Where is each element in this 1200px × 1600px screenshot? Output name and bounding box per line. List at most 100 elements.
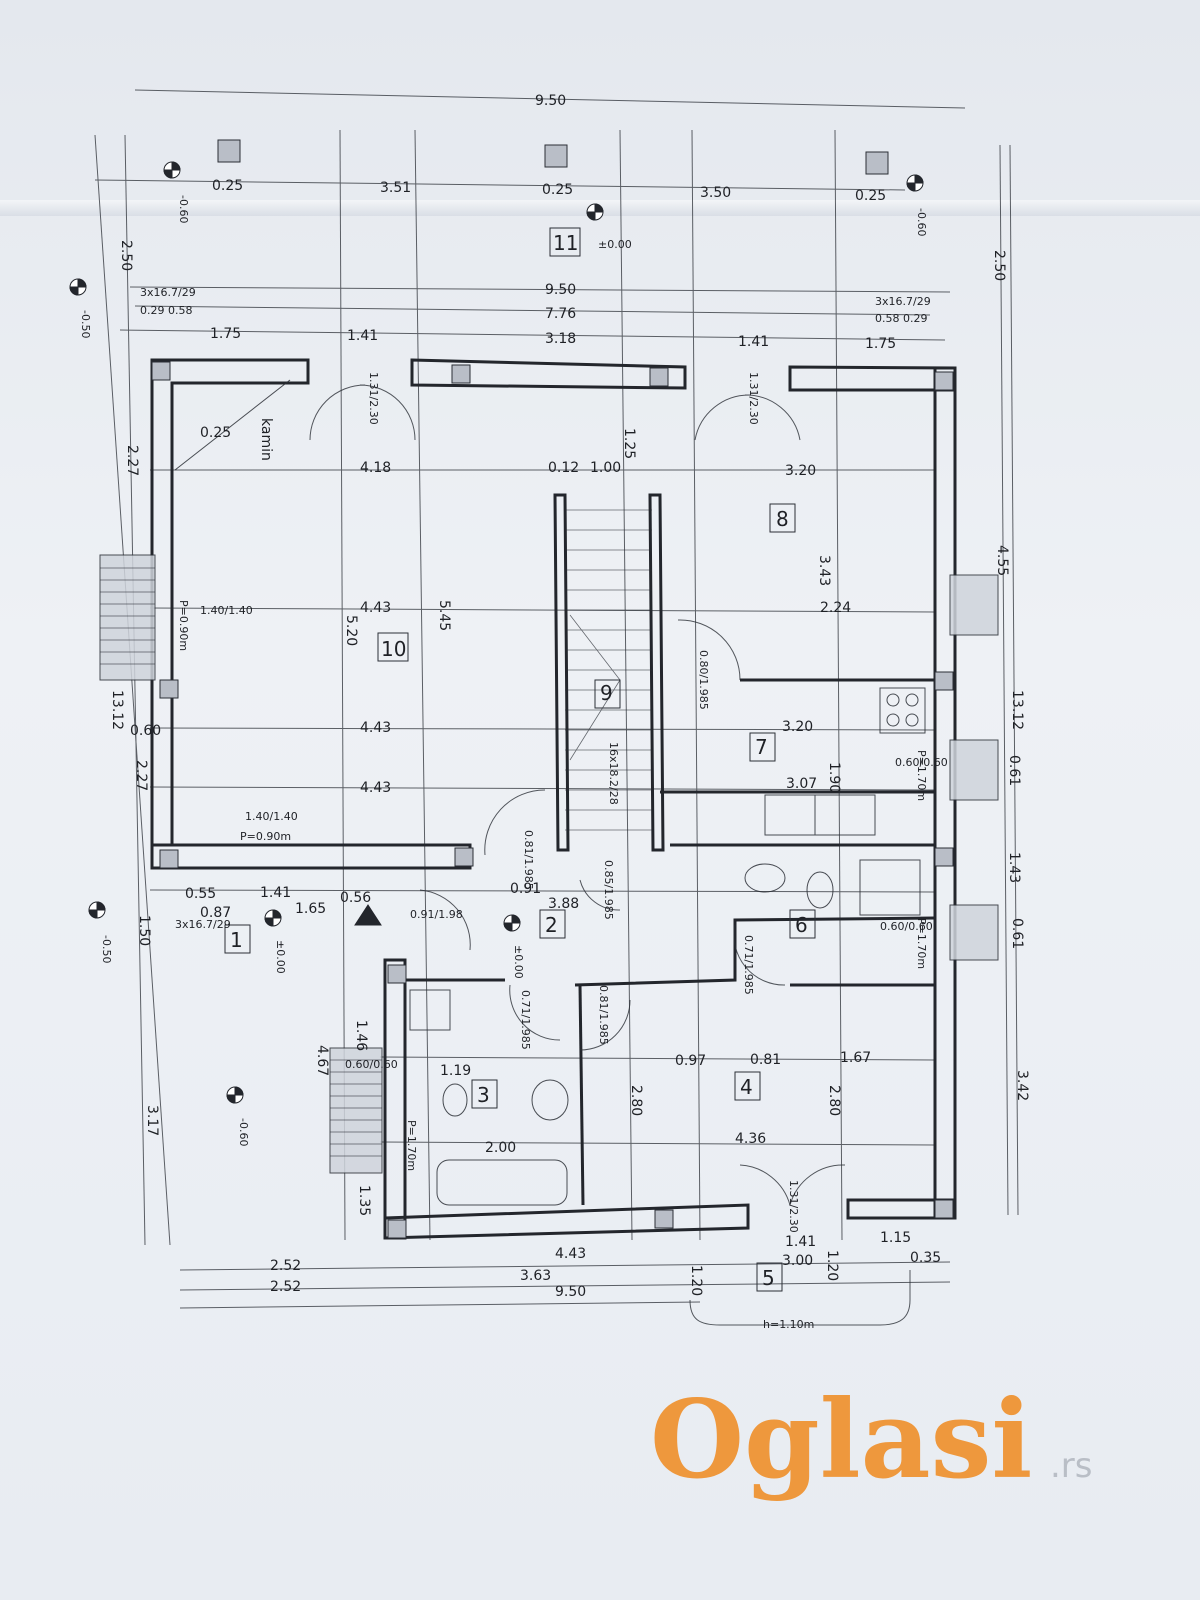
stairs-label: 16x18.2/28 xyxy=(607,742,620,805)
misc-dim-2: 0.12 xyxy=(548,460,579,476)
level-mark-1: -0.60 xyxy=(177,195,190,223)
right-chain-5: 1.43 xyxy=(1006,852,1022,883)
room-4-length: 2.80 xyxy=(826,1085,842,1116)
room-8-width: 3.20 xyxy=(785,463,816,479)
window-tag-bath: 0.60/0.60 xyxy=(345,1058,398,1071)
misc-dim-3: 1.00 xyxy=(590,460,621,476)
window-tag-wc: 0.60/0.60 xyxy=(880,920,933,933)
kamin-label: kamin xyxy=(258,418,274,461)
door-tag-wc: 0.71/1.985 xyxy=(742,935,755,995)
right-chain-7: 3.42 xyxy=(1014,1070,1030,1101)
room-7-number: 7 xyxy=(755,735,768,759)
room-2-width: 3.88 xyxy=(548,896,579,912)
room-7-width-2: 3.07 xyxy=(786,776,817,792)
room-4-width: 4.36 xyxy=(735,1131,766,1147)
top-left-opening-1: 1.75 xyxy=(210,326,241,342)
window-note-wc: P=1.70m xyxy=(915,918,928,969)
misc-dim-18: 1.35 xyxy=(356,1185,372,1216)
room-7-length: 1.90 xyxy=(826,762,842,793)
left-chain-6: 3.17 xyxy=(144,1105,160,1136)
door-tag-bath: 0.71/1.985 xyxy=(519,990,532,1050)
misc-dim-16: 1.46 xyxy=(353,1020,369,1051)
misc-dim-6: 0.97 xyxy=(675,1053,706,1069)
door-tag-room4: 1.31/2.30 xyxy=(787,1180,800,1233)
bottom-chain-1: 2.52 xyxy=(270,1258,301,1274)
stair-note-entry: 3x16.7/29 xyxy=(175,918,231,931)
room-9-number: 9 xyxy=(600,681,613,705)
bottom-overall-width: 9.50 xyxy=(555,1284,586,1300)
right-chain-2: 4.55 xyxy=(994,545,1010,576)
misc-dim-13: 1.41 xyxy=(260,885,291,901)
right-chain-total: 13.12 xyxy=(1009,690,1025,730)
room-3-width: 2.00 xyxy=(485,1140,516,1156)
window-sill-note: h=1.10m xyxy=(763,1318,814,1331)
window-tag-left-1: 1.40/1.40 xyxy=(200,604,253,617)
misc-dim-5: 0.91 xyxy=(510,881,541,897)
room-11-number: 11 xyxy=(553,231,578,255)
bottom-chain-8: 1.15 xyxy=(880,1230,911,1246)
top-right-opening-3: 1.75 xyxy=(865,336,896,352)
room-6-number: 6 xyxy=(795,913,808,937)
door-tag-stair: 0.85/1.985 xyxy=(602,860,615,920)
misc-dim-12: 0.87 xyxy=(200,905,231,921)
misc-dim-19: 2.80 xyxy=(628,1085,644,1116)
window-note-kitchen: P=1.70m xyxy=(915,750,928,801)
room-2-number: 2 xyxy=(545,913,558,937)
room-5-number: 5 xyxy=(762,1266,775,1290)
bottom-chain-3: 3.63 xyxy=(520,1268,551,1284)
axis-dim-5: 0.25 xyxy=(855,188,886,204)
top-left-opening-2: 1.41 xyxy=(347,328,378,344)
room-1-width: 1.65 xyxy=(295,901,326,917)
right-chain-1: 2.50 xyxy=(991,250,1007,281)
axis-dim-3: 0.25 xyxy=(542,182,573,198)
left-chain-1: 2.50 xyxy=(118,240,134,271)
room-3-number: 3 xyxy=(477,1083,490,1107)
level-mark-zero-top: ±0.00 xyxy=(598,238,632,251)
left-chain-5: 1.50 xyxy=(136,915,152,946)
room-4-number: 4 xyxy=(740,1075,753,1099)
misc-dim-7: 0.81 xyxy=(750,1052,781,1068)
window-note-left: P=0.90m xyxy=(177,600,190,651)
window-tag-kitchen: 0.60/0.60 xyxy=(895,756,948,769)
right-chain-4: 0.61 xyxy=(1006,755,1022,786)
misc-dim-9: 1.19 xyxy=(440,1063,471,1079)
bottom-chain-4: 4.43 xyxy=(555,1246,586,1262)
door-tag-hall: 0.81/1.985 xyxy=(522,830,535,890)
door-tag-kitchen: 0.80/1.985 xyxy=(697,650,710,710)
room-10-dim-top: 4.18 xyxy=(360,460,391,476)
misc-dim-10: 0.60 xyxy=(130,723,161,739)
room-5-width: 3.00 xyxy=(782,1253,813,1269)
watermark-brand: Oglasi xyxy=(650,1377,1032,1503)
misc-dim-8: 1.67 xyxy=(840,1050,871,1066)
window-tag-bottom: 1.40/1.40 xyxy=(245,810,298,823)
room-10-length: 5.20 xyxy=(343,615,359,646)
left-small-dims: 0.29 0.58 xyxy=(140,304,192,317)
bottom-chain-2: 2.52 xyxy=(270,1279,301,1295)
room-8-number: 8 xyxy=(776,507,789,531)
bottom-chain-9: 0.35 xyxy=(910,1250,941,1266)
overall-width-top-label: 9.50 xyxy=(535,93,566,109)
door-tag-living: 1.31/2.30 xyxy=(367,372,380,425)
room-1-number: 1 xyxy=(230,928,243,952)
top-chain-3-label: 3.18 xyxy=(545,331,576,347)
misc-dim-17: 4.67 xyxy=(314,1045,330,1076)
right-small-dims: 0.58 0.29 xyxy=(875,312,927,325)
bottom-chain-6: 1.41 xyxy=(785,1234,816,1250)
bottom-chain-7: 1.20 xyxy=(824,1250,840,1281)
room-8-length: 3.43 xyxy=(816,555,832,586)
room-8-width-2: 2.24 xyxy=(820,600,851,616)
room-10-dim-bottom: 4.43 xyxy=(360,780,391,796)
left-chain-4: 2.27 xyxy=(133,760,149,791)
misc-dim-11: 0.55 xyxy=(185,886,216,902)
level-mark-zero-entry: ±0.00 xyxy=(274,940,287,974)
door-tag-entry: 0.91/1.98 xyxy=(410,908,463,921)
top-chain-2-label: 7.76 xyxy=(545,306,576,322)
axis-dim-1: 0.25 xyxy=(212,178,243,194)
window-note-bottom: P=0.90m xyxy=(240,830,291,843)
level-mark-4: -0.50 xyxy=(100,935,113,963)
watermark-tld: .rs xyxy=(1050,1446,1093,1486)
room-10-length-total: 5.45 xyxy=(436,600,452,631)
door-tag-room4-inner: 0.81/1.985 xyxy=(597,985,610,1045)
